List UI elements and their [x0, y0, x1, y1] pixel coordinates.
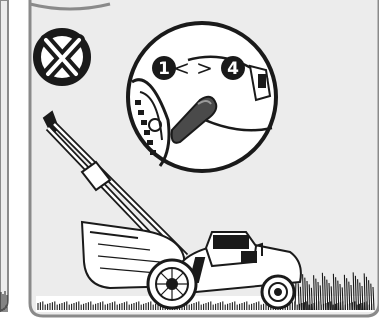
range-symbol: < > [173, 56, 213, 80]
step-badge-start-label: 1 [158, 59, 170, 79]
no-hand-icon [37, 32, 87, 82]
zoom-callout: 1 < > 4 [128, 23, 276, 171]
step-badge-end-label: 4 [227, 59, 239, 79]
step-badge-end: 4 [221, 56, 245, 80]
previous-panel-fragment [0, 0, 16, 324]
